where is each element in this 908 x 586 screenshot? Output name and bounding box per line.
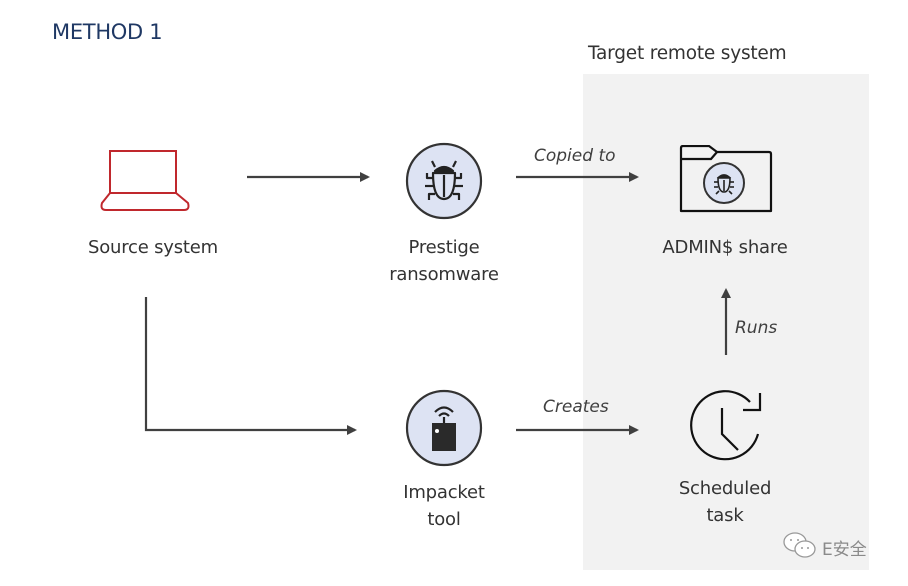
admin-share-label: ADMIN$ share (662, 237, 788, 258)
target-system-label: Target remote system (588, 43, 787, 64)
edge-label-creates: Creates (543, 397, 609, 417)
edge-label-runs: Runs (735, 318, 778, 338)
arrow-source-to-impacket (144, 297, 357, 435)
prestige-label-line2: ransomware (389, 264, 499, 285)
watermark: E安全 (782, 530, 867, 564)
wechat-icon (782, 530, 818, 564)
scheduled-task-label: Scheduled task (635, 475, 815, 529)
impacket-tool-label: Impacket tool (354, 479, 534, 533)
prestige-ransomware-label: Prestige ransomware (354, 234, 534, 288)
scheduled-task-label-line2: task (706, 505, 744, 526)
scheduled-task-label-line1: Scheduled (678, 478, 772, 499)
watermark-text: E安全 (822, 539, 867, 560)
prestige-label-line1: Prestige (408, 237, 480, 258)
method-title: METHOD 1 (52, 20, 163, 44)
impacket-label-line1: Impacket (403, 482, 485, 503)
edge-label-copied-to: Copied to (534, 146, 616, 166)
folder-with-bug-icon (679, 144, 773, 217)
clock-refresh-icon (686, 388, 768, 474)
impacket-label-line2: tool (427, 509, 461, 530)
source-system-label: Source system (87, 237, 219, 258)
laptop-icon (98, 148, 194, 218)
device-antenna-icon (404, 388, 484, 472)
bug-icon (404, 141, 484, 225)
